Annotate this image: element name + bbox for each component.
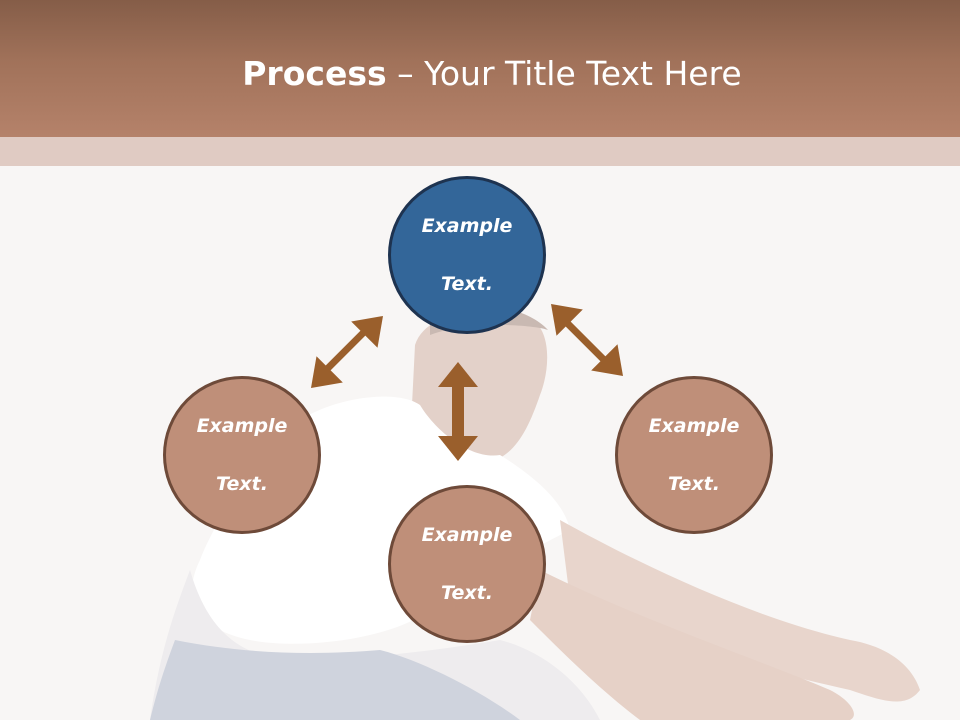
title-text: Your Title Text Here — [424, 54, 742, 93]
double-arrow-left-icon — [311, 316, 383, 388]
node-right-line2: Text. — [668, 472, 720, 495]
slide-title: Process – Your Title Text Here — [0, 52, 960, 96]
node-top-line2: Text. — [441, 272, 493, 295]
node-bottom-line2: Text. — [441, 581, 493, 604]
title-separator: – — [386, 54, 425, 93]
node-bottom-line1: Example — [421, 523, 513, 546]
node-left-line1: Example — [196, 414, 288, 437]
double-arrow-right-icon — [551, 304, 623, 376]
node-top-line1: Example — [421, 214, 513, 237]
title-bold: Process — [242, 54, 387, 93]
node-right-line1: Example — [648, 414, 740, 437]
title-bar — [0, 0, 960, 137]
node-left-line2: Text. — [216, 472, 268, 495]
double-arrow-vertical-icon — [438, 362, 478, 461]
title-bar-accent — [0, 137, 960, 166]
